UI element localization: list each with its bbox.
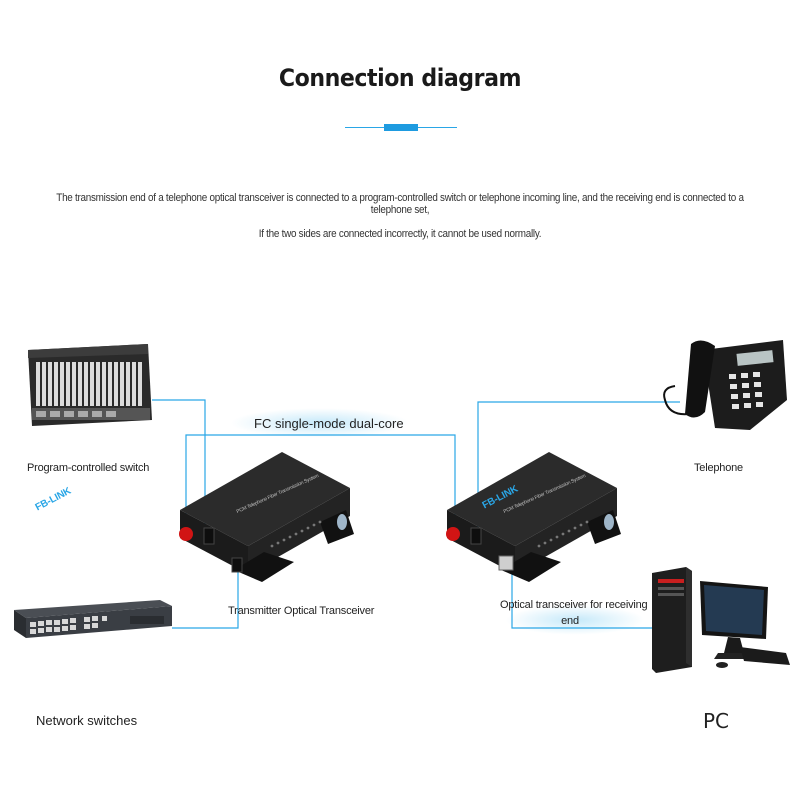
receiver-label-glow xyxy=(505,605,645,635)
desk-phone-icon xyxy=(663,340,787,430)
telephone-label: Telephone xyxy=(694,462,743,474)
network-switches-label: Network switches xyxy=(36,713,138,728)
optical-transceiver-icon xyxy=(446,452,621,582)
server-rack-icon xyxy=(28,344,152,426)
description-line-2: If the two sides are connected incorrect… xyxy=(258,228,542,240)
network-switch-icon xyxy=(14,600,172,638)
receiver-label: Optical transceiver for receiving end xyxy=(500,599,648,627)
fiber-label-glow xyxy=(230,408,410,438)
optical-transceiver-icon xyxy=(179,452,354,582)
description-line-1: The transmission end of a telephone opti… xyxy=(56,192,744,216)
diagram-title: Connection diagram xyxy=(278,64,522,92)
wire-network-to-transmitter xyxy=(172,568,239,629)
desktop-pc-icon xyxy=(652,567,790,673)
wire-fiber-link xyxy=(185,434,456,535)
transmitter-label: Transmitter Optical Transceiver xyxy=(228,605,375,617)
receiver-label-line-2: end xyxy=(561,615,579,627)
wire-switch-to-transmitter xyxy=(152,399,206,535)
pc-label: PC xyxy=(703,709,730,733)
fiber-link-label: FC single-mode dual-core xyxy=(254,416,404,431)
receiver-label-line-1: Optical transceiver for receiving xyxy=(500,599,648,611)
program-switch-label: Program-controlled switch xyxy=(27,462,150,474)
wire-phone-to-receiver xyxy=(477,401,680,535)
wire-receiver-to-pc xyxy=(511,568,662,629)
title-accent-mark xyxy=(384,124,418,131)
